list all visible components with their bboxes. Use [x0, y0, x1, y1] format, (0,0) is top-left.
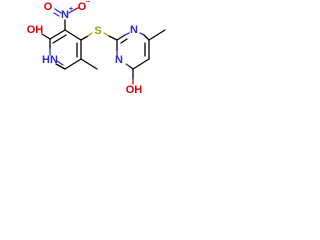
- atom-labels: OH HN N + O − O S N N OH: [27, 0, 143, 96]
- bond-nnitro-o-double-b: [53, 12, 60, 17]
- bond-c2-o: [41, 33, 51, 40]
- bond-c2p-n1p-double: [120, 38, 128, 44]
- pyridine-ring: [41, 7, 98, 70]
- pyrimidine-n1-label: N: [130, 24, 138, 36]
- pyrimidine-ring: [116, 29, 166, 85]
- bond-c4-s-yellow: [87, 32, 93, 37]
- bond-c2p-n1p: [116, 34, 126, 41]
- nitro-o-double-label: O: [44, 1, 53, 13]
- nitro-n-charge: +: [69, 6, 73, 13]
- hydroxy-label-pyridine: OH: [27, 24, 44, 36]
- bond-c4p-n3p: [128, 65, 134, 70]
- bond-n1p-c6p-carbon: [143, 34, 150, 41]
- bond-c2-c3-double: [52, 34, 67, 44]
- bond-c5-c6: [64, 58, 82, 70]
- bond-c6p-methyl: [148, 29, 166, 41]
- bond-n1p-c6p: [139, 32, 145, 36]
- nitro-o-single-charge: −: [86, 0, 90, 6]
- bond-nnitro-o-single: [68, 9, 75, 14]
- nitro-n-label: N: [61, 9, 69, 21]
- bond-c5-methyl: [80, 58, 98, 70]
- bond-c4p-n3p-blue: [125, 63, 130, 67]
- nitro-o-single-label: O: [78, 1, 87, 13]
- bond-c2-c3: [49, 29, 66, 40]
- bond-s-c2prime: [103, 32, 110, 37]
- sulfur-label: S: [94, 25, 101, 37]
- hydroxy-label-pyrimidine: OH: [126, 84, 143, 96]
- bond-c6-n1: [55, 63, 66, 70]
- bond-c5p-c4p: [132, 58, 150, 70]
- chemical-structure-diagram: OH HN N + O − O S N N OH: [27, 0, 166, 96]
- bond-s-c2prime-carbon: [108, 35, 118, 41]
- bond-c2p-n1p-blue: [124, 32, 130, 36]
- bond-c3-c4: [64, 29, 82, 41]
- thioether-link: [103, 32, 118, 41]
- pyrimidine-n3-label: N: [115, 54, 123, 66]
- bond-nnitro-o-single-red: [73, 7, 79, 11]
- bond-nnitro-o-double-a: [54, 8, 62, 14]
- bond-c4-s: [80, 35, 89, 41]
- nh-label-pyridine: HN: [42, 54, 58, 66]
- bond-c6-n1-double: [56, 60, 64, 66]
